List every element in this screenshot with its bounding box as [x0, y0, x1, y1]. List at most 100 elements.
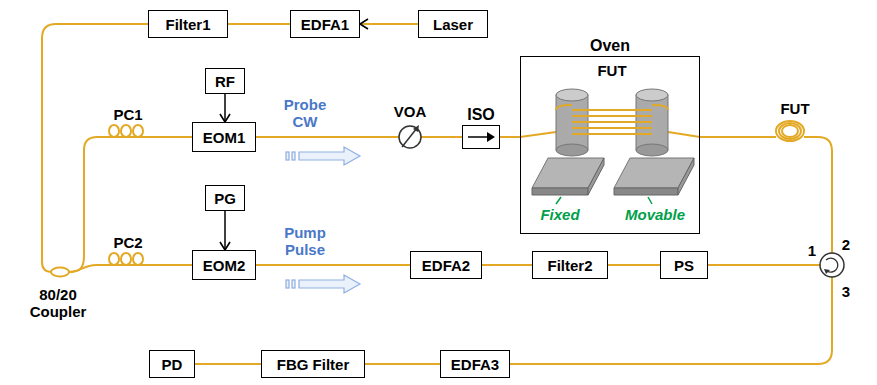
- pc-loop: [121, 125, 131, 137]
- signal-label: Probe CW: [278, 96, 332, 130]
- circulator-circle: [820, 253, 844, 277]
- winding: [572, 133, 652, 135]
- stage-label: Fixed: [534, 206, 586, 223]
- box-label: Filter2: [547, 257, 592, 274]
- fiber-line: [708, 264, 820, 266]
- connector: [360, 19, 418, 29]
- arrowhead: [220, 114, 230, 122]
- connector-line: [228, 23, 290, 25]
- spool-base: [556, 144, 588, 156]
- pc-loop: [133, 125, 143, 137]
- platform-side: [588, 158, 604, 195]
- polarization-controller: [109, 125, 143, 137]
- fiber-line: [668, 132, 776, 137]
- port-number: 2: [838, 236, 854, 253]
- component-label: PC2: [108, 234, 148, 251]
- box-label: PD: [162, 356, 183, 373]
- box-label: FBG Filter: [277, 356, 350, 373]
- box-label: EDFA2: [422, 257, 470, 274]
- box-heading: ISO: [467, 106, 495, 123]
- box-label: PS: [674, 257, 694, 274]
- box-label: EOM1: [203, 129, 246, 146]
- winding-wrap: [556, 105, 668, 110]
- fiber-line: [804, 137, 832, 253]
- coil-turn: [776, 121, 804, 141]
- iso-head: [487, 132, 495, 142]
- filter-box: Filter1: [148, 10, 228, 38]
- connector-line: [482, 264, 532, 266]
- connector: [608, 265, 660, 266]
- voa-circle: [399, 126, 421, 148]
- component-label: FUT: [775, 100, 815, 117]
- fiber-line: [520, 132, 556, 137]
- box-label: EDFA3: [451, 356, 499, 373]
- circulator-head: [824, 269, 830, 274]
- winding: [572, 121, 652, 123]
- modulator-box: EOM1: [192, 122, 256, 152]
- circulator-symbol: [820, 253, 844, 277]
- rf-source-box: RF: [205, 68, 245, 94]
- box-label: Filter1: [165, 16, 210, 33]
- component-label: VOA: [388, 103, 432, 120]
- photodetector-box: PD: [149, 350, 195, 378]
- arrowhead: [220, 242, 230, 250]
- connector: [195, 364, 261, 365]
- box-heading: Oven: [590, 37, 630, 54]
- leader-line: [648, 197, 652, 204]
- probe-direction-arrow: [286, 147, 360, 165]
- connector-line: [360, 23, 418, 25]
- connector-line: [256, 136, 462, 138]
- pc-loop: [133, 253, 143, 265]
- connector: [256, 265, 410, 266]
- connector-line: [365, 363, 440, 365]
- coupler-symbol: [51, 268, 69, 277]
- box-label: PG: [214, 190, 236, 207]
- isolator-box: ISO: [462, 125, 500, 149]
- fiber-windings: [556, 105, 668, 134]
- connector: [256, 137, 462, 138]
- connector: [365, 364, 440, 365]
- pump-direction-arrow: [286, 275, 360, 293]
- box-label: EDFA1: [301, 16, 349, 33]
- fiber-line: [69, 137, 192, 272]
- connector: [220, 211, 230, 250]
- coil-turn: [782, 125, 798, 137]
- connector: [220, 94, 230, 122]
- laser-box: Laser: [418, 10, 488, 38]
- fiber-coil: [776, 121, 804, 141]
- attenuator-symbol: [399, 125, 421, 148]
- connector-line: [195, 363, 261, 365]
- connector-line: [500, 136, 520, 138]
- connector-line: [224, 94, 226, 122]
- port-number: 1: [804, 242, 820, 259]
- filter-box: Filter2: [532, 251, 608, 279]
- isolator-arrow: [468, 132, 495, 142]
- stretch-stage: [532, 89, 694, 204]
- arrow-tail: [292, 280, 295, 288]
- connector-line: [224, 211, 226, 250]
- amplifier-box: EDFA3: [440, 350, 510, 378]
- stage-label: Movable: [619, 206, 691, 223]
- box-label: EOM2: [203, 257, 246, 274]
- arrow-tail: [292, 152, 295, 160]
- fiber-line: [510, 277, 832, 364]
- platform-edge: [532, 188, 588, 195]
- connector: [500, 137, 520, 138]
- fiber-lines: [42, 24, 832, 364]
- fiber-line: [42, 24, 148, 272]
- component-label: FUT: [592, 62, 632, 79]
- connector: [228, 24, 290, 25]
- platform-side: [678, 158, 694, 195]
- connector-line: [608, 264, 660, 266]
- pulse-generator-box: PG: [205, 185, 245, 211]
- iso-line: [468, 136, 488, 138]
- voa-slash: [402, 128, 417, 147]
- arrowhead: [360, 19, 368, 29]
- component-label: PC1: [108, 106, 148, 123]
- polarization-controller: [109, 253, 143, 265]
- connector-line: [256, 264, 410, 266]
- connector: [482, 265, 532, 266]
- arrow-tail: [286, 280, 289, 288]
